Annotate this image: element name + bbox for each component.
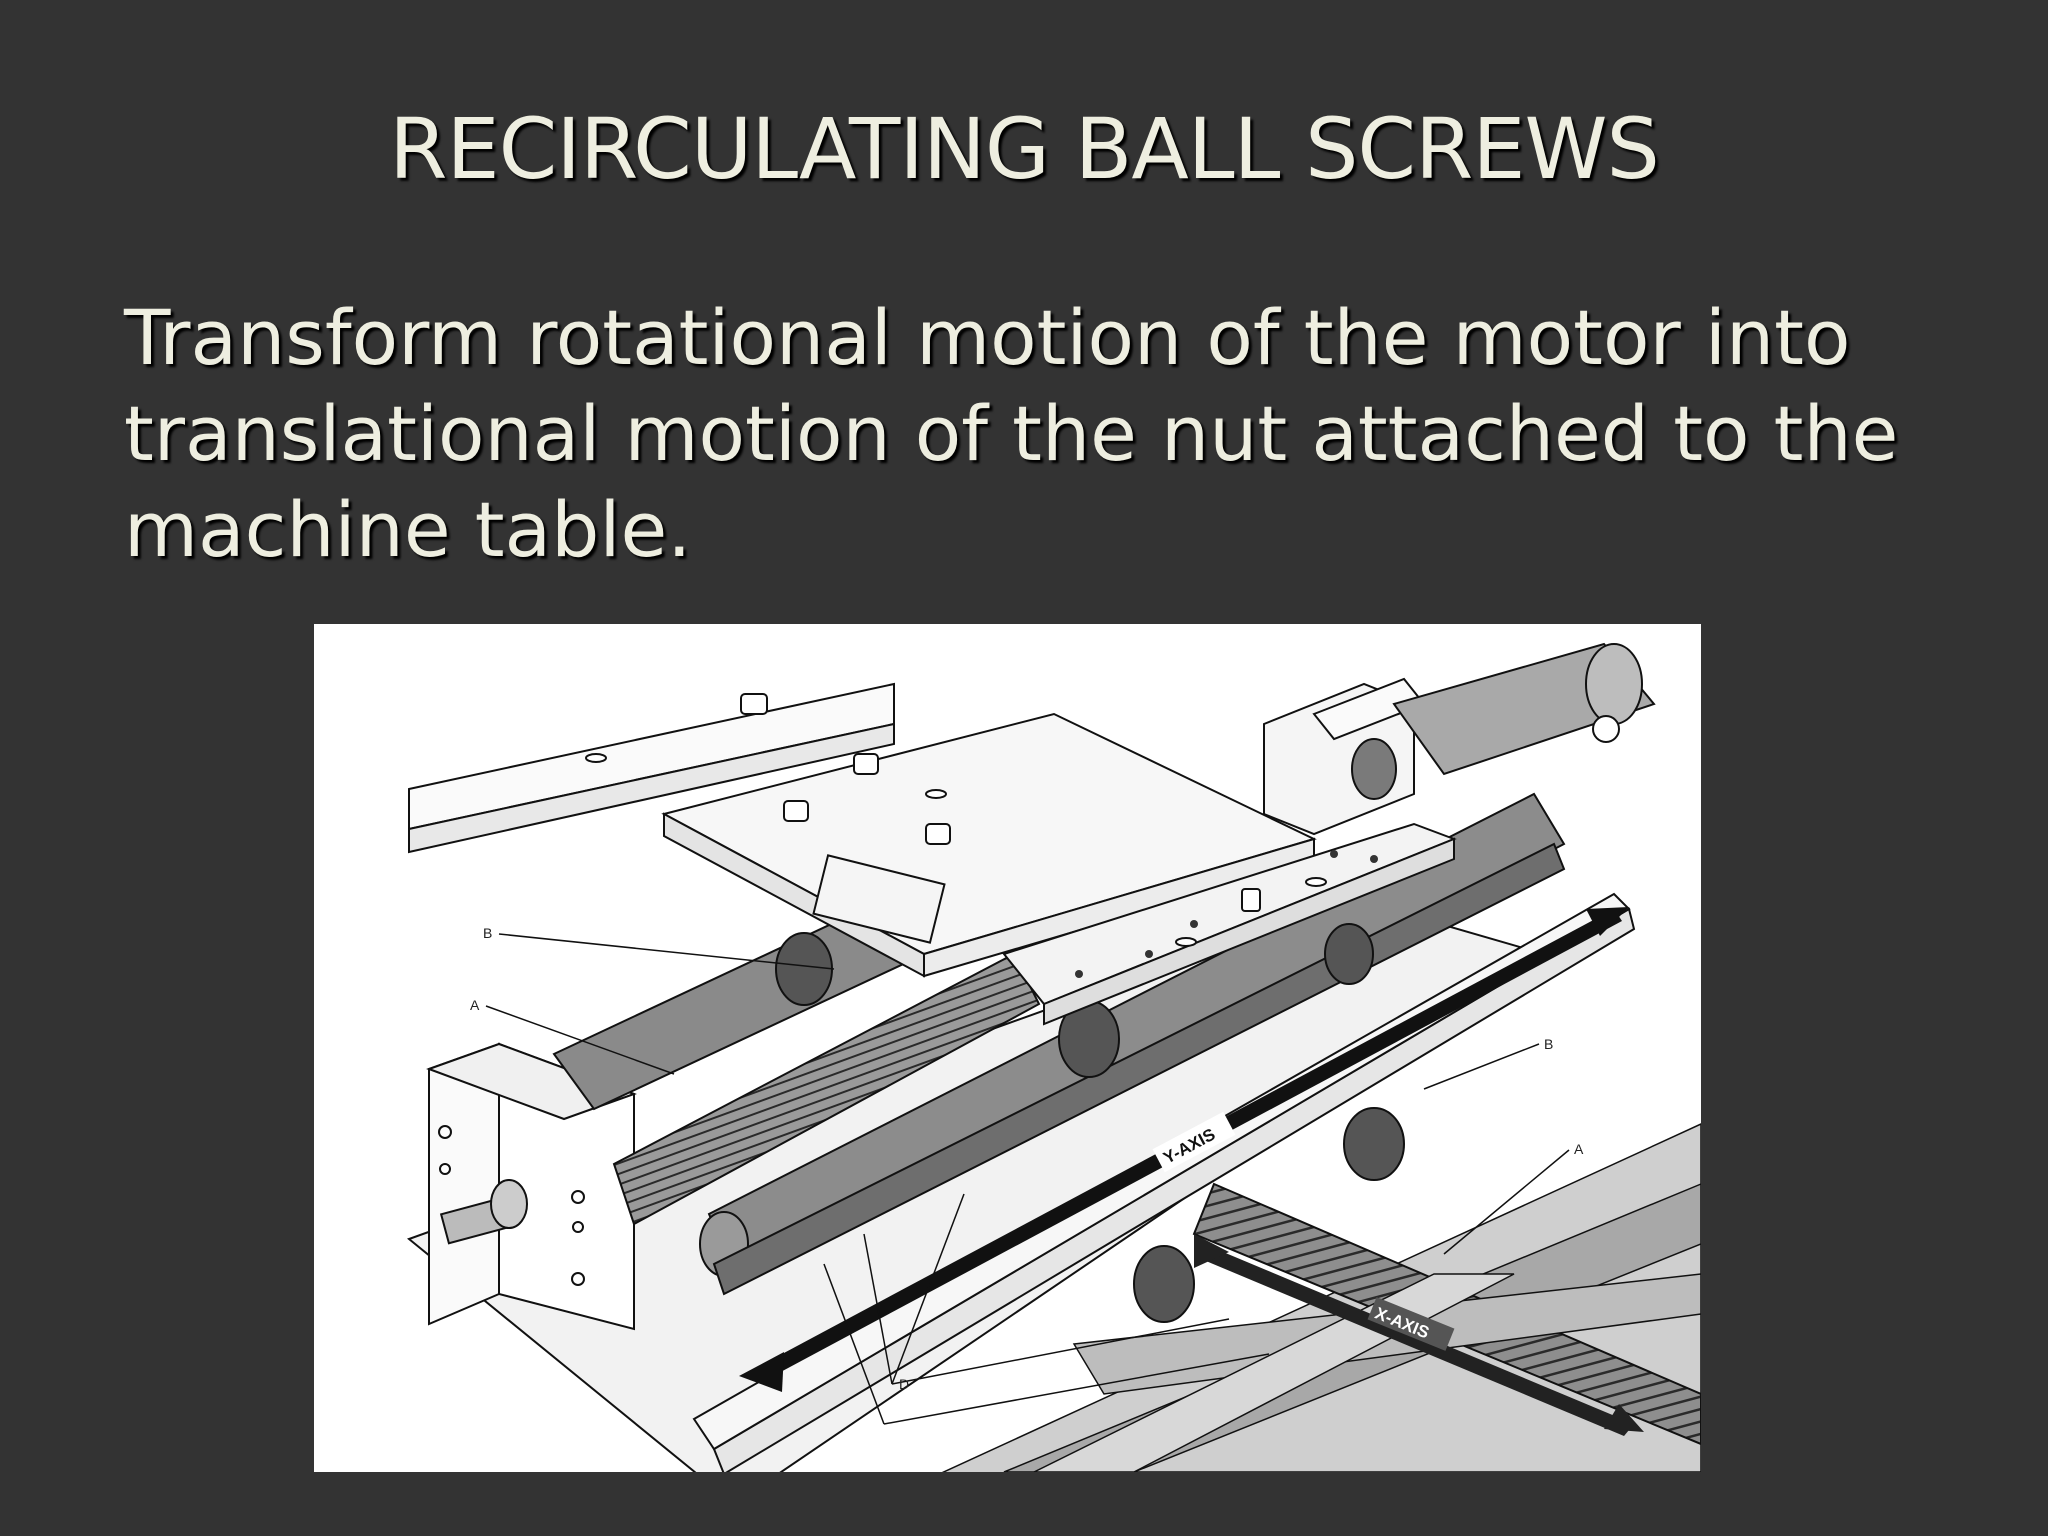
label-b-left: B: [483, 925, 492, 941]
label-leader-lines: [485, 933, 1570, 1425]
label-a-right: A: [1574, 1141, 1584, 1157]
x-axis-arrow: [1194, 1244, 1634, 1436]
slide-body-text: Transform rotational motion of the motor…: [124, 293, 1899, 574]
y-ball-screw: [612, 952, 1041, 1226]
label-d: D: [899, 1376, 909, 1392]
ball-screw-drawing: X-AXIS: [406, 642, 1701, 1472]
slide-title: RECIRCULATING BALL SCREWS: [389, 100, 1660, 198]
label-a-left: A: [470, 997, 480, 1013]
label-b-right: B: [1544, 1036, 1553, 1052]
ball-screw-illustration: X-AXIS: [314, 624, 1701, 1472]
